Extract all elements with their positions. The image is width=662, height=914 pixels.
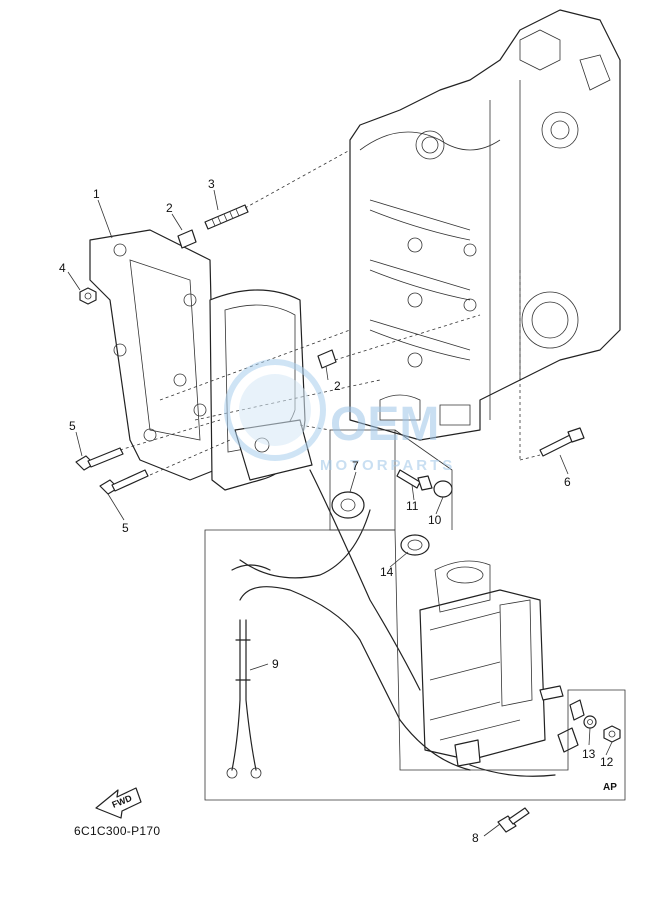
spacer-lower — [317, 349, 337, 369]
callout-7: 7 — [352, 459, 359, 473]
callout-12: 12 — [600, 755, 614, 769]
ap-label: AP — [603, 782, 617, 793]
part-code: 6C1C300-P170 — [74, 824, 161, 838]
electrical-bracket — [89, 229, 216, 481]
bolt-upper-5 — [75, 447, 124, 471]
bolt-11 — [396, 469, 433, 491]
harness-frame — [204, 429, 626, 801]
wire-harness — [226, 469, 556, 779]
starter-motor — [419, 560, 564, 767]
watermark: OEM MOTORPARTS — [224, 359, 455, 474]
watermark-subtitle: MOTORPARTS — [320, 457, 455, 474]
callout-numbers: 1 2 3 4 2 5 5 6 7 8 9 10 11 12 13 14 — [59, 177, 614, 845]
callout-4: 4 — [59, 261, 66, 275]
cable-terminal — [557, 699, 585, 753]
callout-leaders — [67, 189, 613, 837]
engine-block — [349, 9, 621, 441]
grommet — [331, 491, 365, 519]
callout-13: 13 — [582, 747, 596, 761]
callout-9: 9 — [272, 657, 279, 671]
callout-6: 6 — [564, 475, 571, 489]
washer-13 — [583, 715, 597, 729]
bolt-8 — [497, 807, 530, 833]
callout-2-lower: 2 — [334, 379, 341, 393]
callout-3: 3 — [208, 177, 215, 191]
callout-14: 14 — [380, 565, 394, 579]
nut-12 — [603, 725, 621, 743]
callout-10: 10 — [428, 513, 442, 527]
spacer-upper — [177, 229, 197, 249]
terminal-cap — [433, 480, 453, 498]
callout-11: 11 — [406, 499, 419, 513]
callout-8: 8 — [472, 831, 479, 845]
callout-2-upper: 2 — [166, 201, 173, 215]
bolt-lower-5 — [99, 469, 149, 495]
nut-upper — [79, 287, 97, 305]
wire-clamp — [400, 534, 430, 556]
watermark-brand: OEM — [330, 398, 439, 451]
callout-5-lower: 5 — [122, 521, 129, 535]
callout-5-upper: 5 — [69, 419, 76, 433]
fwd-arrow-icon: FWD — [95, 787, 142, 819]
bolt-6 — [539, 427, 585, 457]
stud-bolt — [204, 204, 249, 230]
callout-1: 1 — [93, 187, 100, 201]
